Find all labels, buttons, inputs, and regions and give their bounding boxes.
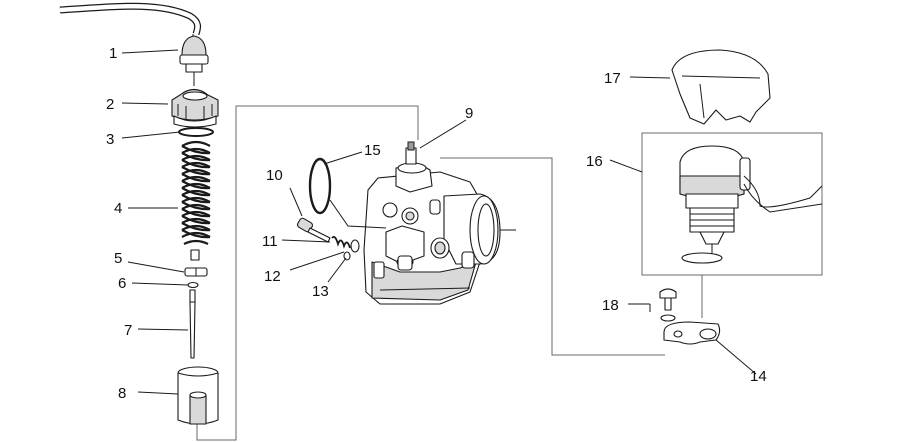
part-16-auto-choke [679, 145, 823, 264]
callout-11: 11 [262, 233, 278, 250]
part-10-idle-screw [296, 217, 331, 243]
part-4-spring [181, 140, 211, 261]
part-7-needle [189, 289, 196, 359]
part-3-o-ring [178, 127, 214, 137]
callout-3: 3 [106, 131, 114, 148]
callout-7: 7 [124, 322, 132, 339]
callout-2: 2 [106, 96, 114, 113]
part-17-choke-cover [671, 49, 771, 125]
callout-14: 14 [750, 368, 767, 385]
callout-5: 5 [114, 250, 122, 267]
callout-13: 13 [312, 283, 329, 300]
callout-8: 8 [118, 385, 126, 402]
callout-9: 9 [465, 105, 473, 122]
part-14-bracket [663, 321, 721, 345]
callout-18: 18 [602, 297, 619, 314]
part-5-needle-clip [184, 267, 208, 277]
part-11-small-spring [331, 235, 351, 249]
callout-6: 6 [118, 275, 126, 292]
callout-1: 1 [109, 45, 117, 62]
callout-12: 12 [264, 268, 281, 285]
callout-16: 16 [586, 153, 603, 170]
part-6-washer [187, 281, 199, 289]
callout-15: 15 [364, 142, 381, 159]
leader-lines [121, 49, 757, 395]
callout-17: 17 [604, 70, 621, 87]
part-8-throttle-slide [177, 366, 219, 425]
callout-10: 10 [266, 167, 283, 184]
part-1-cable-adjuster [179, 35, 209, 86]
part-12-washer [350, 239, 360, 253]
throttle-cable [59, 2, 202, 42]
part-15-float-o-ring [308, 157, 332, 215]
part-18-screw-washer [659, 288, 677, 322]
part-2-top-nut [171, 88, 219, 128]
carburetor-body [363, 141, 516, 305]
callout-4: 4 [114, 200, 122, 217]
